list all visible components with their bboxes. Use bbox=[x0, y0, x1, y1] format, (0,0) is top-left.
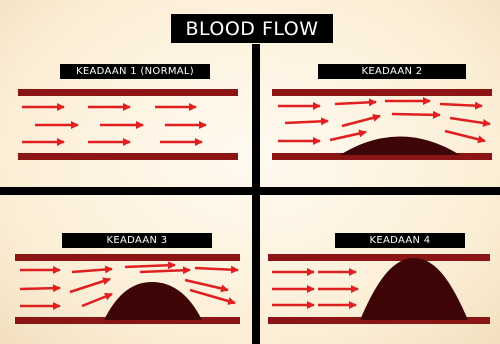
flow-arrow bbox=[72, 269, 112, 272]
flow-arrow bbox=[185, 280, 228, 290]
panel-1-flow-arrows bbox=[22, 107, 206, 142]
flow-arrow bbox=[335, 102, 376, 104]
panel-3-label-text: KEADAAN 3 bbox=[107, 235, 168, 246]
flow-arrow bbox=[195, 268, 238, 270]
flow-arrow bbox=[392, 114, 440, 115]
panel-4-label: KEADAAN 4 bbox=[335, 233, 465, 248]
panel-1-top-wall bbox=[18, 89, 238, 96]
panel-4-flow-arrows bbox=[272, 272, 358, 305]
panel-2-top-wall bbox=[272, 89, 492, 96]
horizontal-divider bbox=[0, 187, 500, 195]
flow-arrow bbox=[190, 290, 235, 303]
panel-4-top-wall bbox=[268, 254, 490, 261]
title-box: BLOOD FLOW bbox=[171, 14, 333, 43]
panel-3-label: KEADAAN 3 bbox=[62, 233, 212, 248]
diagram-title: BLOOD FLOW bbox=[185, 18, 318, 40]
panel-2-label: KEADAAN 2 bbox=[318, 64, 466, 79]
panel-3-top-wall bbox=[15, 254, 240, 261]
panel-1-bottom-wall bbox=[18, 153, 238, 160]
flow-arrow bbox=[330, 132, 366, 140]
flow-arrow bbox=[140, 270, 190, 272]
panel-2-flow-arrows bbox=[278, 101, 490, 141]
panel-1-label-text: KEADAAN 1 (NORMAL) bbox=[76, 66, 194, 77]
panel-2-plaque bbox=[340, 137, 460, 156]
flow-arrow bbox=[440, 104, 482, 106]
flow-arrow bbox=[285, 121, 328, 123]
flow-arrow bbox=[445, 131, 485, 141]
panel-2-label-text: KEADAAN 2 bbox=[362, 66, 423, 77]
flow-arrow bbox=[450, 118, 490, 124]
flow-arrow bbox=[70, 279, 110, 292]
panel-3-plaque bbox=[104, 282, 202, 320]
panel-4-label-text: KEADAAN 4 bbox=[370, 235, 431, 246]
flow-arrow bbox=[20, 288, 60, 289]
panel-4-plaque bbox=[360, 258, 468, 320]
panel-1-label: KEADAAN 1 (NORMAL) bbox=[60, 64, 210, 79]
flow-arrow bbox=[342, 116, 380, 126]
flow-arrow bbox=[82, 294, 112, 306]
flow-arrow bbox=[125, 265, 175, 267]
